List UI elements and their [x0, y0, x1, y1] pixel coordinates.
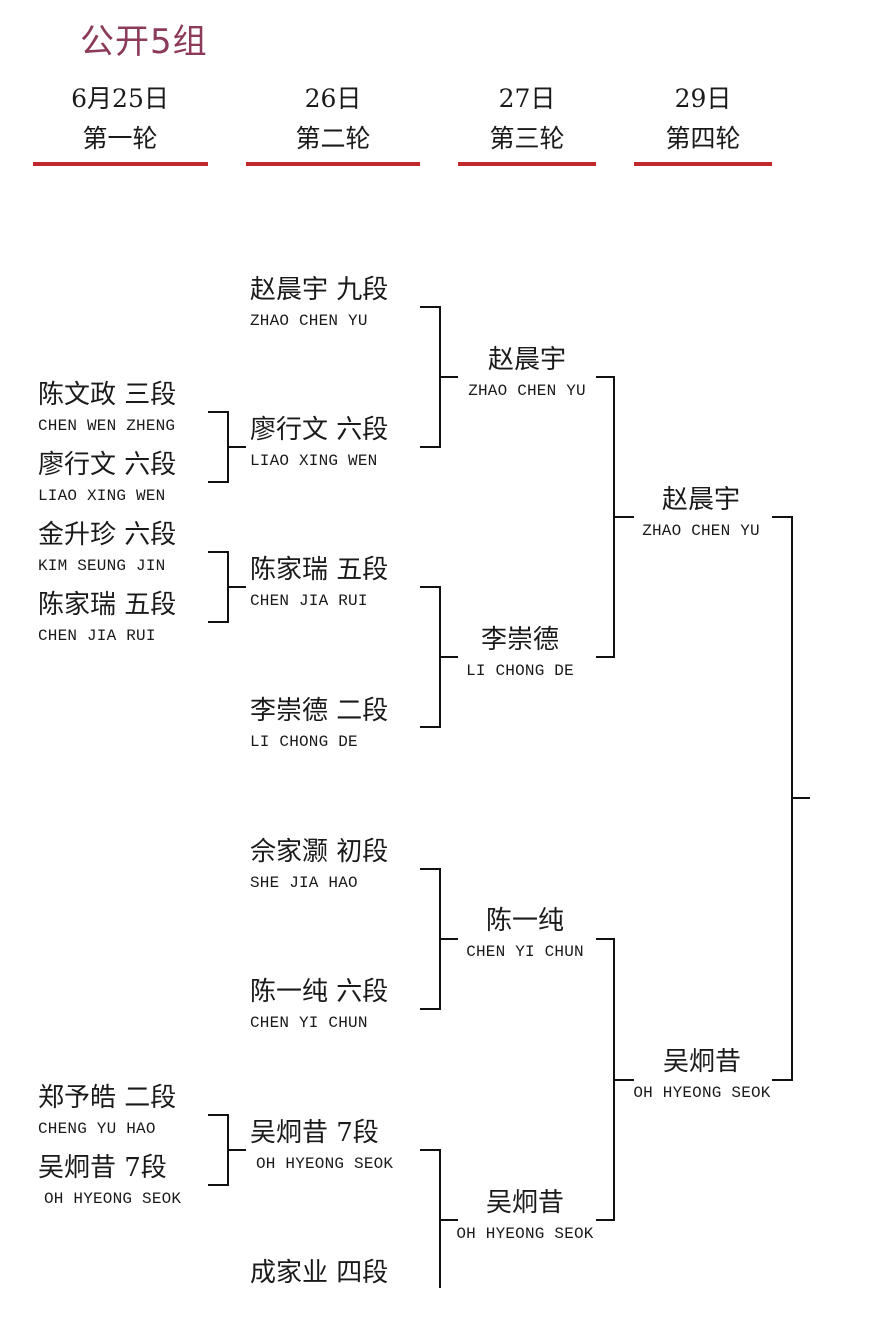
player-name-en: OH HYEONG SEOK	[256, 1155, 394, 1173]
player-name-en: LIAO XING WEN	[38, 487, 166, 505]
player-name-cn: 李崇德 二段	[250, 696, 389, 726]
player-entry: 陈文政 三段 CHEN WEN ZHENG	[38, 380, 176, 436]
bracket-connector	[596, 376, 634, 658]
player-name-en: CHEN JIA RUI	[38, 627, 156, 645]
round-date: 29日	[674, 84, 732, 113]
player-entry: 陈一纯 CHEN YI CHUN	[457, 906, 593, 962]
player-name-en: CHEN YI CHUN	[250, 1014, 368, 1032]
player-name-en: OH HYEONG SEOK	[633, 1084, 771, 1102]
round-name: 第三轮	[489, 124, 565, 153]
player-name-cn: 陈家瑞 五段	[250, 555, 389, 585]
bracket-connector	[420, 1149, 458, 1288]
player-name-cn: 廖行文 六段	[38, 450, 177, 480]
bracket-connector	[596, 938, 634, 1221]
player-entry: 陈家瑞 五段 CHEN JIA RUI	[250, 555, 388, 611]
player-entry: 陈家瑞 五段 CHEN JIA RUI	[38, 590, 176, 646]
player-entry: 佘家灏 初段 SHE JIA HAO	[250, 837, 388, 893]
player-name-cn: 陈一纯 六段	[250, 977, 389, 1007]
player-name-cn: 吴炯昔 7段	[38, 1153, 167, 1183]
player-name-en: KIM SEUNG JIN	[38, 557, 166, 575]
player-entry: 成家业 四段	[250, 1258, 388, 1288]
round-underline	[246, 162, 420, 166]
player-name-en: LI CHONG DE	[466, 662, 574, 680]
round-name: 第四轮	[665, 124, 741, 153]
round-underline	[33, 162, 208, 166]
player-name-en: CHEN JIA RUI	[250, 592, 368, 610]
player-name-cn: 赵晨宇	[661, 485, 740, 515]
player-name-en: ZHAO CHEN YU	[250, 312, 368, 330]
round-header-2: 26日 第二轮	[243, 84, 423, 156]
player-entry: 金升珍 六段 KIM SEUNG JIN	[38, 520, 176, 576]
player-entry: 赵晨宇 九段 ZHAO CHEN YU	[250, 275, 388, 331]
bracket-connector	[420, 868, 458, 1010]
player-name-cn: 吴炯昔	[662, 1047, 741, 1077]
player-name-en: ZHAO CHEN YU	[642, 522, 760, 540]
round-name: 第一轮	[82, 124, 158, 153]
round-name: 第二轮	[295, 124, 371, 153]
round-date: 27日	[498, 84, 556, 113]
player-name-en: LI CHONG DE	[250, 733, 358, 751]
player-entry: 李崇德 LI CHONG DE	[455, 625, 585, 681]
player-name-cn: 赵晨宇	[487, 345, 566, 375]
player-entry: 赵晨宇 ZHAO CHEN YU	[636, 485, 766, 541]
player-entry: 赵晨宇 ZHAO CHEN YU	[462, 345, 592, 401]
player-name-cn: 廖行文 六段	[250, 415, 389, 445]
player-name-en: CHENG YU HAO	[38, 1120, 156, 1138]
player-name-cn: 陈文政 三段	[38, 380, 177, 410]
player-name-cn: 李崇德	[480, 625, 559, 655]
player-name-cn: 陈家瑞 五段	[38, 590, 177, 620]
bracket-connector	[208, 551, 246, 623]
player-entry: 吴炯昔 7段 OH HYEONG SEOK	[38, 1153, 181, 1209]
round-date: 6月25日	[71, 84, 169, 113]
player-entry: 廖行文 六段 LIAO XING WEN	[38, 450, 176, 506]
bracket-connector	[420, 306, 458, 448]
round-underline	[634, 162, 772, 166]
player-name-en: OH HYEONG SEOK	[456, 1225, 594, 1243]
round-underline	[458, 162, 596, 166]
player-name-en: CHEN WEN ZHENG	[38, 417, 176, 435]
player-entry: 郑予皓 二段 CHENG YU HAO	[38, 1083, 176, 1139]
player-name-cn: 吴炯昔	[485, 1188, 564, 1218]
player-entry: 吴炯昔 OH HYEONG SEOK	[453, 1188, 597, 1244]
player-name-cn: 吴炯昔 7段	[250, 1118, 379, 1148]
bracket-connector	[772, 516, 810, 1081]
player-name-cn: 佘家灏 初段	[250, 837, 389, 867]
bracket-connector	[208, 411, 246, 483]
player-entry: 廖行文 六段 LIAO XING WEN	[250, 415, 388, 471]
round-header-4: 29日 第四轮	[613, 84, 793, 156]
bracket-title: 公开5组	[80, 22, 208, 62]
player-name-en: LIAO XING WEN	[250, 452, 378, 470]
player-name-en: OH HYEONG SEOK	[44, 1190, 182, 1208]
player-name-cn: 郑予皓 二段	[38, 1083, 177, 1113]
player-name-cn: 赵晨宇 九段	[250, 275, 389, 305]
player-name-cn: 金升珍 六段	[38, 520, 177, 550]
bracket-connector	[420, 586, 458, 728]
round-header-3: 27日 第三轮	[437, 84, 617, 156]
round-header-1: 6月25日 第一轮	[30, 84, 210, 156]
player-name-en: SHE JIA HAO	[250, 874, 358, 892]
player-name-cn: 成家业 四段	[250, 1258, 389, 1288]
player-entry: 吴炯昔 OH HYEONG SEOK	[630, 1047, 774, 1103]
bracket-connector	[208, 1114, 246, 1186]
player-entry: 吴炯昔 7段 OH HYEONG SEOK	[250, 1118, 393, 1174]
player-entry: 陈一纯 六段 CHEN YI CHUN	[250, 977, 388, 1033]
player-name-en: CHEN YI CHUN	[466, 943, 584, 961]
player-entry: 李崇德 二段 LI CHONG DE	[250, 696, 388, 752]
player-name-cn: 陈一纯	[485, 906, 564, 936]
round-date: 26日	[304, 84, 362, 113]
player-name-en: ZHAO CHEN YU	[468, 382, 586, 400]
